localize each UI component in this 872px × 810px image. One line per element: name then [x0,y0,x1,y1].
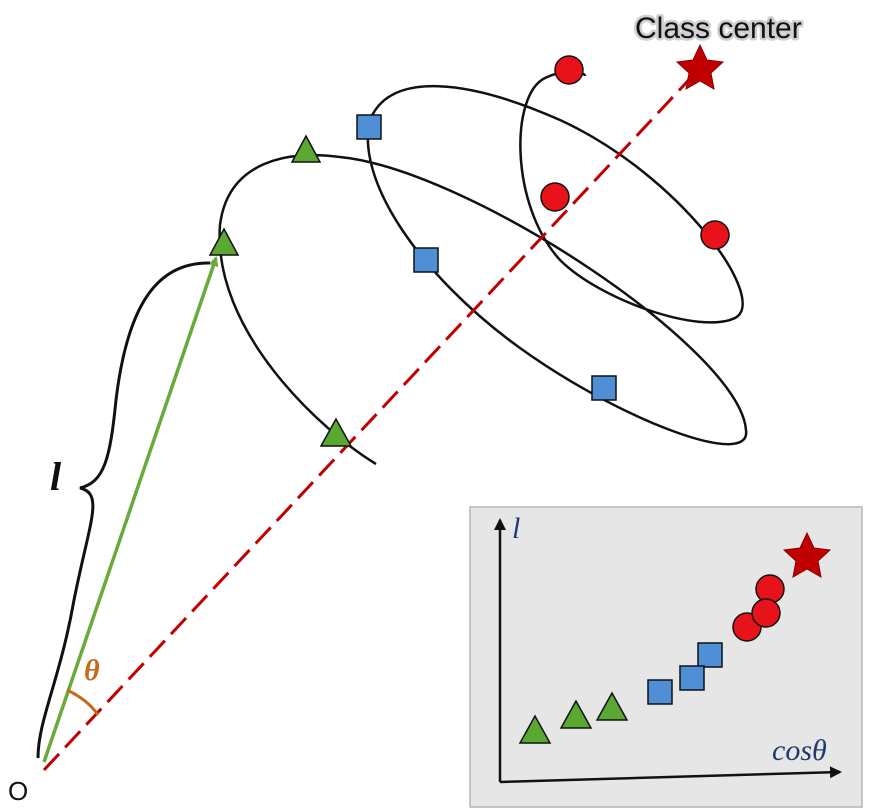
angle-label: θ [84,654,100,687]
inset-square-marker [647,679,673,705]
inset-triangle-marker [595,691,629,721]
inset-plot: l cosθ [469,506,863,808]
triangle-marker [290,134,322,163]
circle-marker [700,220,730,250]
inset-circle-marker [755,574,785,604]
circle-marker [554,55,584,85]
triangle-markers-group [208,134,353,447]
length-label: l [50,454,62,499]
inset-circle-marker [751,598,781,628]
feature-vector-arrow [42,256,219,763]
inset-square-marker [679,665,705,691]
class-center-direction-line [42,66,702,772]
square-marker [413,247,439,273]
inset-triangle-marker [518,714,552,744]
square-markers-group [356,114,617,401]
square-marker [356,114,382,140]
length-brace [36,261,211,759]
angle-arc [66,688,100,716]
triangle-marker [319,417,353,447]
circle-markers-group [540,55,730,250]
inset-class-center-star-icon [782,531,832,578]
inset-x-axis [499,766,842,784]
feature-trajectory-curve [218,70,748,466]
class-center-star-icon [675,43,725,90]
origin-label: O [8,776,28,806]
triangle-marker [208,227,240,256]
inset-y-axis-label: l [512,512,520,545]
square-marker [591,375,617,401]
inset-x-axis-label: cosθ [772,734,827,767]
inset-triangle-marker [559,699,593,729]
inset-square-marker [697,642,723,668]
circle-marker [540,182,570,212]
class-center-label: Class center [635,12,802,45]
